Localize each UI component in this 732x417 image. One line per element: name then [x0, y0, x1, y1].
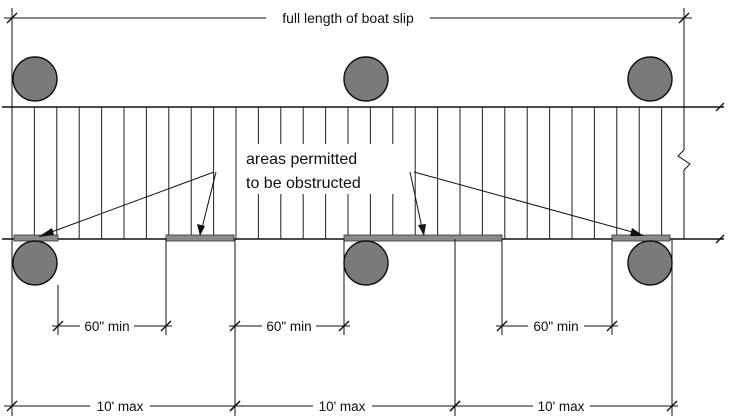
callout-arrow-right [630, 228, 644, 236]
callout-arrow-center [418, 224, 426, 236]
callout-label-line2: to be obstructed [246, 175, 361, 192]
min-60-b-tick-right [338, 320, 350, 332]
min-60-c-tick-left [496, 320, 508, 332]
min-60-a-tick-right [160, 320, 172, 332]
obstructed-areas [13, 234, 671, 242]
dock-deck [2, 102, 725, 244]
deck-end-tick-bottom [715, 234, 725, 244]
obstructed-callout: areas permitted to be obstructed [38, 144, 644, 237]
min-60-a-tick-left [52, 320, 64, 332]
deck-slats [33, 107, 663, 239]
max-10-c-label: 10' max [538, 399, 585, 414]
min-60-dimensions: 60" min 60" min 60" min [52, 319, 618, 334]
max-10-dimensions: 10' max 10' max 10' max [4, 399, 678, 414]
piling-bottom-center [343, 240, 389, 286]
obstructed-area-center [343, 234, 503, 242]
pilings [12, 56, 673, 286]
piling-top-left [12, 56, 58, 102]
callout-label-line1: areas permitted [246, 151, 357, 168]
min-60-b-tick-left [229, 320, 241, 332]
callout-leader-right [413, 171, 637, 234]
min-60-a-label: 60" min [84, 319, 129, 334]
full-length-label: full length of boat slip [282, 10, 414, 26]
max-10-c-tick-right [666, 400, 678, 412]
piling-top-right [627, 56, 673, 102]
callout-leader-center [409, 171, 423, 229]
min-60-c-label: 60" min [533, 319, 578, 334]
callout-arrow-center-left [197, 224, 205, 236]
obstructed-area-left [13, 234, 59, 242]
max-10-b-label: 10' max [319, 399, 366, 414]
full-length-tick-right [678, 12, 690, 24]
piling-bottom-left [12, 240, 58, 286]
deck-end-tick-top [715, 102, 725, 112]
max-10-a-label: 10' max [97, 399, 144, 414]
max-10-c-tick-left [449, 400, 461, 412]
full-length-tick-left [6, 12, 18, 24]
max-10-b-tick-left [229, 400, 241, 412]
min-60-b-label: 60" min [266, 319, 311, 334]
max-10-a-tick-left [6, 400, 18, 412]
callout-leader-left [45, 171, 215, 235]
callout-leader-center-left [201, 171, 217, 229]
piling-bottom-right [627, 240, 673, 286]
min-60-c-tick-right [606, 320, 618, 332]
piling-top-center [343, 56, 389, 102]
callout-arrow-left [38, 228, 54, 237]
callout-text-background [238, 144, 398, 194]
full-length-dimension: full length of boat slip [4, 8, 692, 107]
deck-break-line [677, 107, 691, 239]
